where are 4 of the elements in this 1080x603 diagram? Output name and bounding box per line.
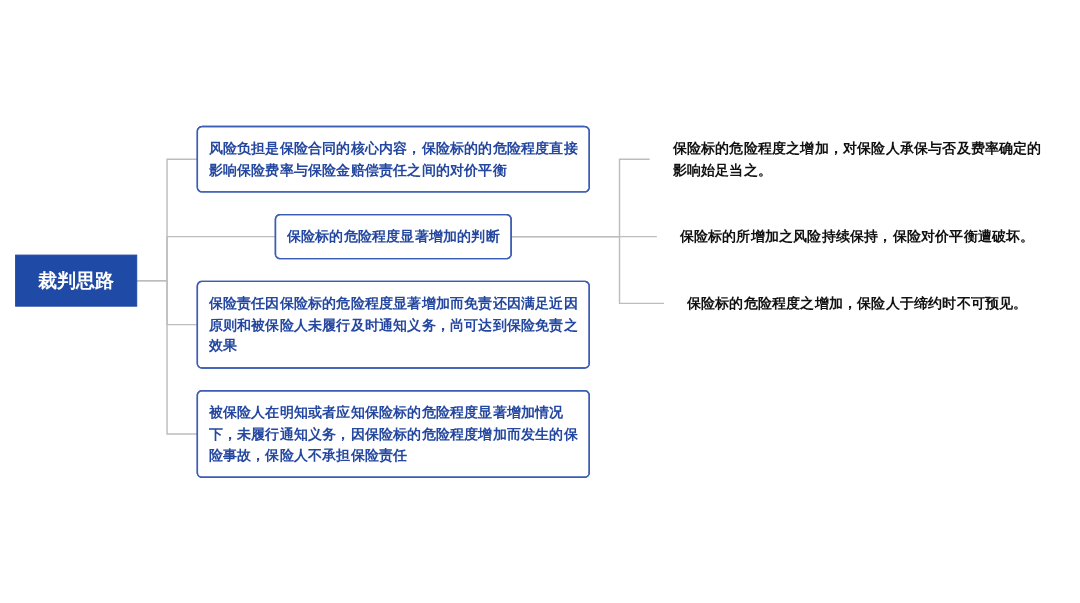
node-text: 保险标的危险程度之增加，保险人于缔约时不可预见。 — [686, 294, 1028, 312]
node-text: 保险标的所增加之风险持续保持，保险对价平衡遭破坏。 — [679, 227, 1035, 245]
node-text: 保险标的危险程度之增加，对保险人承保与否及费率确定的影响始足当之。 — [672, 139, 1042, 178]
node-box: 裁判思路 — [15, 254, 138, 307]
